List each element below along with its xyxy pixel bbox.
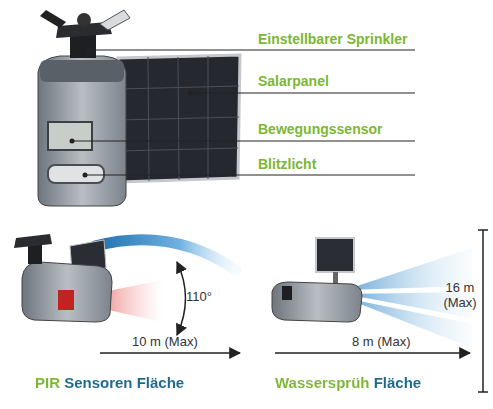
- part-label: Salarpanel: [258, 73, 329, 89]
- dimension-tick: [478, 229, 488, 231]
- leader-dots: [70, 48, 193, 178]
- solar-panel: [118, 55, 240, 182]
- coverage-arc: [95, 240, 236, 270]
- device-cap: [40, 60, 124, 82]
- leader-line: [88, 50, 415, 51]
- sprinkler-knob: [77, 13, 91, 27]
- sprinkler-nozzle: [40, 10, 66, 28]
- part-label: Blitzlicht: [258, 156, 316, 172]
- dimension-label: 16 m (Max): [438, 281, 482, 311]
- dimension-label: 8 m (Max): [352, 335, 411, 350]
- grid-line: [119, 86, 239, 89]
- dimension-tick: [478, 391, 488, 393]
- grid-line: [120, 148, 238, 151]
- small-sprinkler-head: [14, 234, 52, 248]
- leader-line: [72, 141, 415, 142]
- small-sensor: [58, 290, 74, 310]
- dimension-line: [482, 230, 484, 392]
- dimension-arrow: [275, 352, 470, 354]
- panel-stand: [333, 272, 338, 284]
- leader-line: [85, 175, 415, 176]
- dimension-label: 10 m (Max): [132, 335, 198, 350]
- part-label: Bewegungssensor: [258, 121, 382, 137]
- area-caption: PIR Sensoren Fläche: [35, 374, 184, 391]
- small-solar-panel: [316, 238, 354, 272]
- device-body: [38, 56, 126, 206]
- small-device-body: [272, 282, 362, 322]
- leader-dot: [86, 48, 91, 53]
- angle-label: 110°: [186, 290, 212, 305]
- solar-grid: [119, 56, 239, 181]
- dimension-arrow: [100, 352, 240, 354]
- grid-line: [119, 117, 239, 120]
- leader-lines: [72, 50, 415, 175]
- area-caption: Wassersprüh Fläche: [275, 374, 421, 391]
- small-device-body: [22, 262, 112, 322]
- leader-dot: [83, 173, 88, 178]
- angle-arrow: [177, 262, 186, 335]
- part-label: Einstellbarer Sprinkler: [258, 31, 407, 47]
- leader-dot: [70, 139, 75, 144]
- small-sprinkler: [282, 286, 292, 300]
- sprinkler-deflector: [100, 10, 130, 30]
- motion-sensor-window: [48, 122, 92, 150]
- leader-dot: [188, 91, 193, 96]
- small-sprinkler: [28, 244, 42, 264]
- leader-line: [190, 93, 415, 94]
- flash-light: [48, 165, 104, 183]
